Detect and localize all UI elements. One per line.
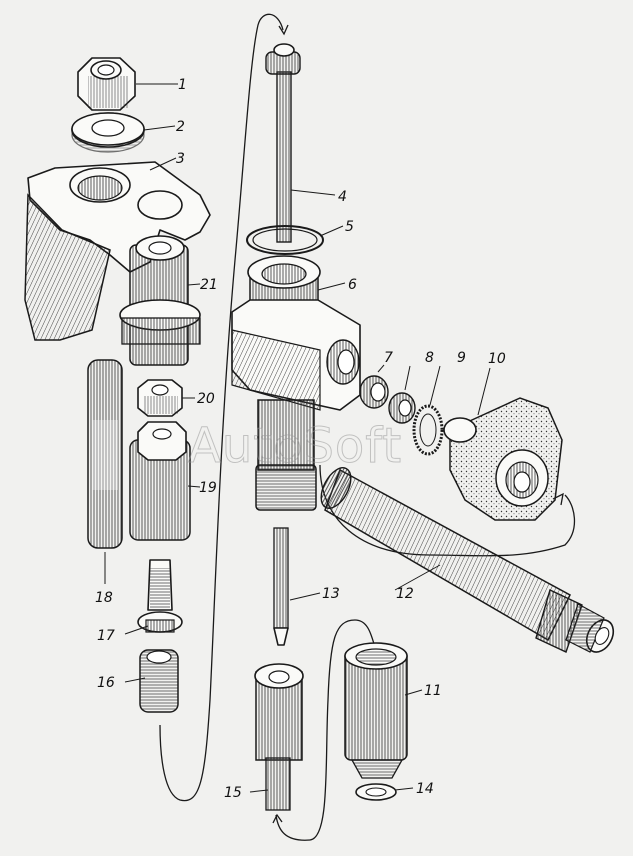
part-10-banjo-fitting [443, 397, 563, 521]
leader-lines [104, 83, 491, 793]
callout-2: 2 [176, 119, 185, 135]
part-9-seal [412, 404, 444, 456]
part-14-washer [355, 783, 397, 801]
part-2-washer [71, 112, 145, 153]
callout-5: 5 [345, 219, 354, 235]
flow-arrow-right [552, 492, 564, 506]
flow-line-main [159, 13, 284, 802]
callout-4: 4 [338, 189, 347, 205]
part-8-ring [388, 392, 416, 424]
callout-12: 12 [396, 586, 414, 602]
part-11-cap-nut [344, 642, 408, 779]
part-17-fitting-bolt [137, 559, 183, 633]
flow-arrow-bottom [272, 813, 283, 824]
part-13-needle [273, 527, 289, 646]
callout-11: 11 [424, 683, 442, 699]
part-20-small-nut [137, 379, 183, 417]
part-16-spring-insert [139, 649, 179, 713]
callout-1: 1 [178, 77, 187, 93]
callout-6: 6 [348, 277, 357, 293]
part-19-sleeve-nut [129, 421, 191, 541]
part-5-o-ring [246, 225, 324, 255]
callout-3: 3 [176, 151, 185, 167]
callout-16: 16 [97, 675, 115, 691]
callout-19: 19 [199, 480, 217, 496]
part-12-tube [320, 467, 615, 653]
watermark-text: AutoSoft [188, 418, 402, 474]
part-15-nozzle [254, 663, 304, 811]
callout-15: 15 [224, 785, 242, 801]
flow-arrow-top [278, 24, 289, 36]
callout-8: 8 [425, 350, 434, 366]
callout-10: 10 [488, 351, 506, 367]
callout-20: 20 [197, 391, 215, 407]
part-21-sleeve [119, 235, 201, 366]
part-4-rod [265, 43, 301, 243]
callout-labels: 1 2 3 4 5 6 7 8 9 10 11 12 13 14 15 16 1… [95, 77, 506, 801]
flow-line-bottom [275, 619, 377, 841]
callout-7: 7 [384, 350, 393, 366]
callout-21: 21 [200, 277, 218, 293]
part-6-body [231, 255, 361, 511]
callout-18: 18 [95, 590, 113, 606]
callout-17: 17 [97, 628, 115, 644]
part-3-bracket [24, 161, 211, 341]
part-18-stud [87, 359, 123, 549]
part-7-ring [359, 375, 389, 409]
callout-14: 14 [416, 781, 434, 797]
callout-13: 13 [322, 586, 340, 602]
part-1-nut [77, 57, 136, 111]
callout-9: 9 [457, 350, 466, 366]
